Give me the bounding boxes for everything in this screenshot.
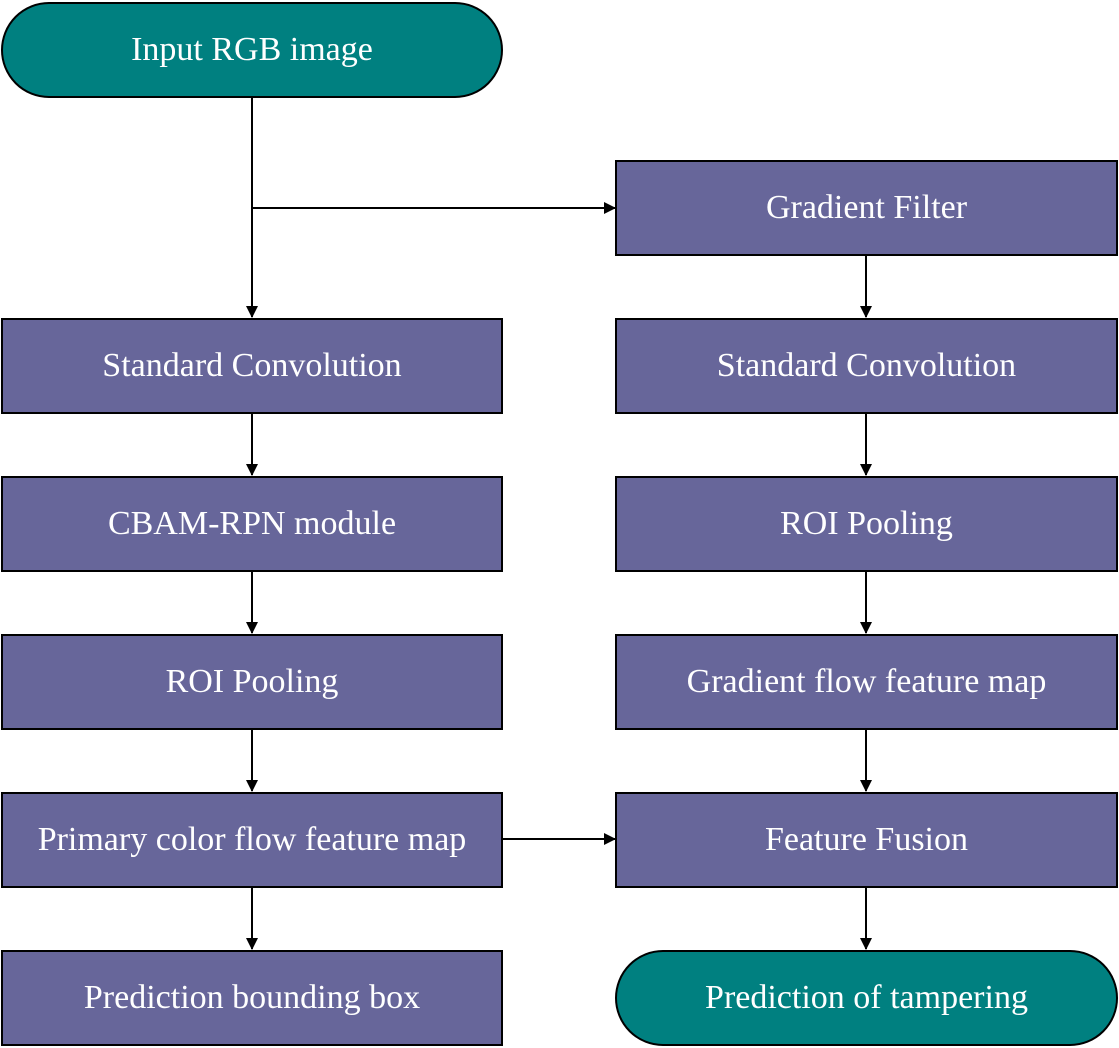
primary-map-node: Primary color flow feature map [1,792,503,888]
right-roi-node: ROI Pooling [615,476,1118,572]
left-conv-node: Standard Convolution [1,318,503,414]
gradient-map-node: Gradient flow feature map [615,634,1118,730]
input-node: Input RGB image [1,2,503,98]
bbox-node: Prediction bounding box [1,950,503,1046]
right-conv-node: Standard Convolution [615,318,1118,414]
cbam-rpn-node: CBAM-RPN module [1,476,503,572]
left-roi-node: ROI Pooling [1,634,503,730]
fusion-node: Feature Fusion [615,792,1118,888]
gradient-filter-node: Gradient Filter [615,160,1118,256]
tampering-node: Prediction of tampering [615,950,1118,1046]
